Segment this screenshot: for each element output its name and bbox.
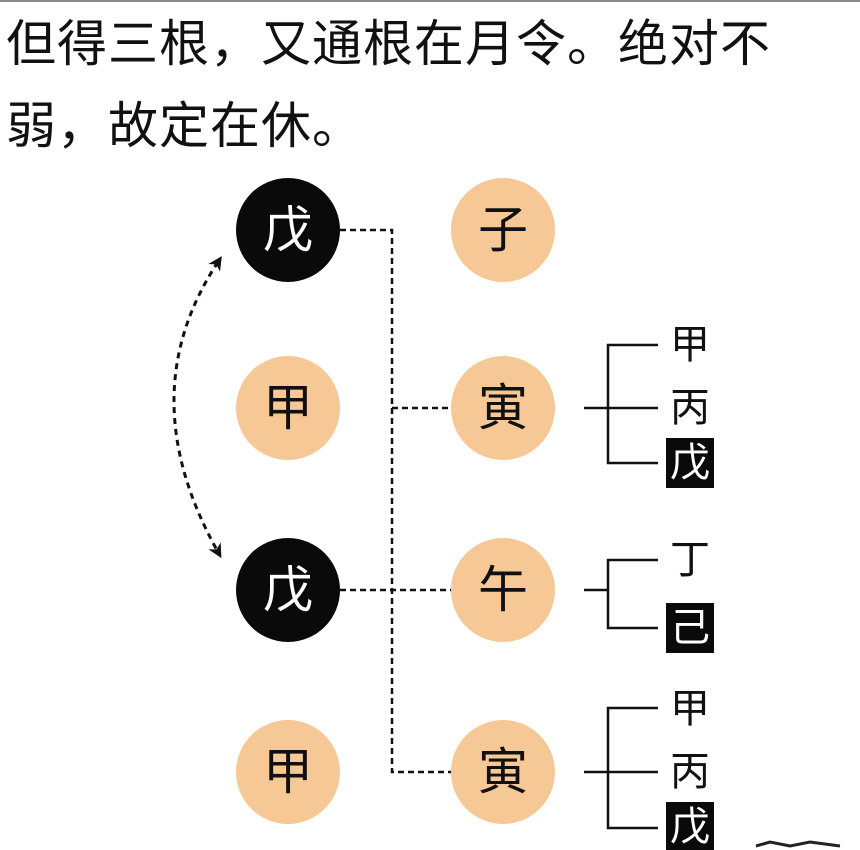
text-line-2: 弱，故定在休。 xyxy=(6,97,363,155)
hidden-stem-label: 甲 xyxy=(670,686,710,732)
stem-label: 戊 xyxy=(263,561,313,619)
branch-circle xyxy=(451,538,555,642)
cropped-fragment xyxy=(756,838,860,850)
hidden-stem: 丙 xyxy=(670,385,710,431)
hidden-stem-label: 戊 xyxy=(670,804,710,850)
stem-circle xyxy=(236,720,340,824)
branch-label: 子 xyxy=(478,201,528,259)
hidden-stem: 戊 xyxy=(666,802,714,850)
stem-circle xyxy=(236,538,340,642)
stem-label: 甲 xyxy=(263,379,313,437)
bracket-wu xyxy=(584,558,658,630)
text-line-1: 但得三根，又通根在月令。绝对不 xyxy=(6,15,771,73)
branch-4: 寅 xyxy=(451,720,555,824)
branch-2: 寅 xyxy=(451,356,555,460)
stem-circle xyxy=(236,356,340,460)
hidden-stem: 丙 xyxy=(670,749,710,795)
connector-top xyxy=(340,228,455,774)
stem-circle xyxy=(236,178,340,282)
stem-2: 甲 xyxy=(236,356,340,460)
hidden-stem: 甲 xyxy=(670,686,710,732)
hidden-stem-label: 丁 xyxy=(670,537,710,583)
branch-3: 午 xyxy=(451,538,555,642)
branch-circle xyxy=(451,356,555,460)
top-border xyxy=(0,0,860,2)
stem-label: 甲 xyxy=(263,743,313,801)
branch-label: 寅 xyxy=(478,379,528,437)
branch-circle xyxy=(451,720,555,824)
branch-1: 子 xyxy=(451,178,555,282)
hidden-stem-label: 己 xyxy=(670,605,710,651)
stem-label: 戊 xyxy=(263,201,313,259)
stem-3: 戊 xyxy=(236,538,340,642)
highlight-box xyxy=(666,438,714,488)
hidden-stem: 丁 xyxy=(670,537,710,583)
bracket-yin-1 xyxy=(584,343,658,465)
hidden-stem-label: 丙 xyxy=(670,385,710,431)
hidden-stem: 甲 xyxy=(670,322,710,368)
hidden-stem: 己 xyxy=(666,603,714,653)
cropped-fragment-stroke xyxy=(755,840,841,848)
hidden-stem-label: 戊 xyxy=(670,440,710,486)
branch-circle xyxy=(451,178,555,282)
hidden-stem: 戊 xyxy=(666,438,714,488)
hidden-stem-label: 甲 xyxy=(670,322,710,368)
double-arrow xyxy=(172,256,222,559)
stem-1: 戊 xyxy=(236,178,340,282)
branch-label: 午 xyxy=(478,561,528,619)
bracket-yin-2 xyxy=(584,706,658,830)
highlight-box xyxy=(666,603,714,653)
stem-4: 甲 xyxy=(236,720,340,824)
highlight-box xyxy=(666,802,714,850)
branch-label: 寅 xyxy=(478,743,528,801)
hidden-stem-label: 丙 xyxy=(670,749,710,795)
